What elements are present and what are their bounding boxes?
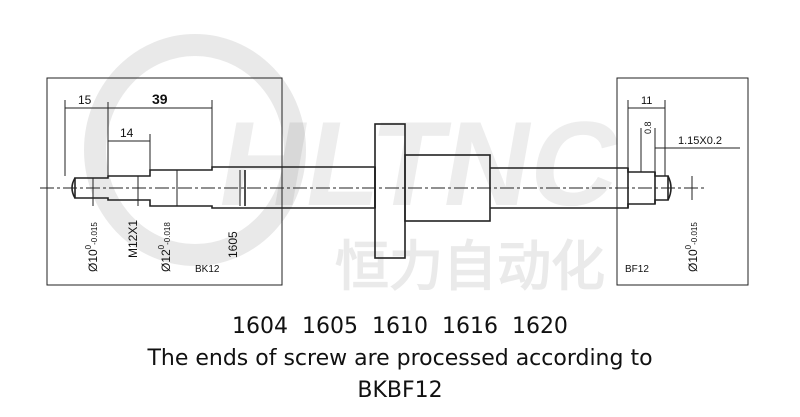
dim-seg1-label: 15: [78, 93, 92, 107]
right-journal-dia-label: Ø100-0.015: [684, 222, 700, 272]
caption-models: 1604 1605 1610 1616 1620: [232, 314, 568, 339]
left-box-label: BK12: [195, 264, 220, 275]
left-dimensions: [64, 100, 241, 206]
journal-dia-label: Ø100-0.015: [84, 222, 100, 272]
right-dimensions: [627, 100, 740, 200]
screw-dia-label: 1605: [226, 231, 240, 258]
shoulder-dia-label: Ø120-0.018: [157, 222, 173, 272]
dim-overall-label: 39: [152, 91, 168, 107]
ball-screw-drawing: HLTNC 恒力自动化: [40, 34, 749, 298]
dim-circlip-label: 1.15X0.2: [678, 135, 722, 147]
caption-line2: BKBF12: [357, 378, 443, 403]
thread-label: M12X1: [126, 220, 140, 258]
dim-length-label: 11: [641, 95, 652, 107]
caption-line1: The ends of screw are processed accordin…: [147, 346, 653, 371]
left-support-box: [46, 77, 283, 286]
dim-groove-label: 0.8: [643, 121, 653, 134]
right-box-label: BF12: [625, 264, 649, 275]
right-support-box: [616, 77, 749, 286]
watermark-cn: 恒力自动化: [335, 235, 605, 298]
shaft-outline: [71, 123, 672, 259]
watermark-brand: HLTNC: [209, 97, 630, 231]
dim-thread-len-label: 14: [120, 126, 134, 140]
watermark-logo: [84, 34, 306, 266]
